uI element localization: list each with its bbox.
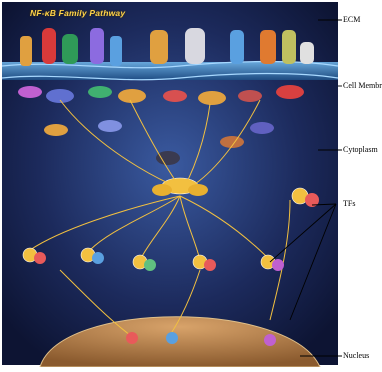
label-ecm: ECM bbox=[343, 16, 360, 24]
cell-membrane bbox=[2, 62, 338, 81]
figure-title: NF-κB Family Pathway bbox=[30, 8, 125, 18]
label-tfs: TFs bbox=[343, 200, 355, 208]
label-cytoplasm: Cytoplasm bbox=[343, 146, 378, 154]
label-cell-membrane: Cell Membrane bbox=[343, 82, 382, 90]
label-nucleus: Nucleus bbox=[343, 352, 369, 360]
